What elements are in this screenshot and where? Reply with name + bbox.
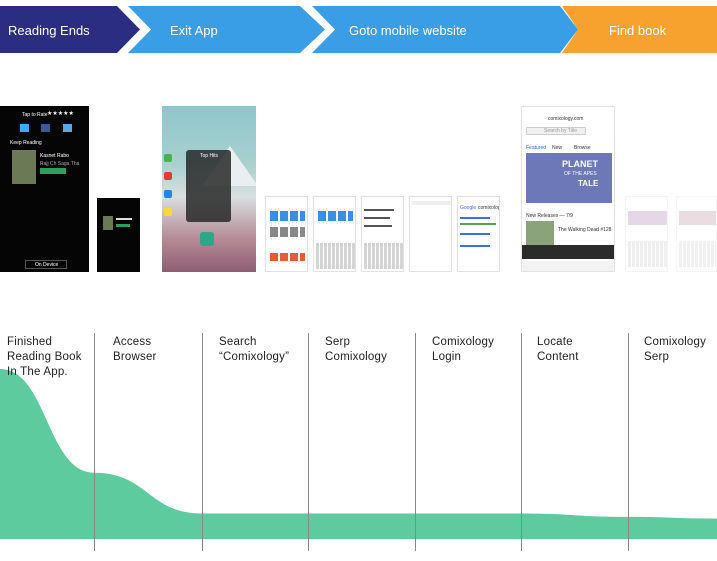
screen-search-suggestions — [361, 196, 404, 272]
result-url — [460, 223, 496, 225]
step-label-access-browser: Access Browser — [113, 336, 157, 363]
tab-new[interactable]: New — [552, 145, 563, 151]
url-text: comixology.com — [548, 116, 584, 122]
step-label-comixology-serp: Comixology Serp — [644, 336, 707, 363]
suggestion-line — [364, 209, 394, 211]
address-bar[interactable] — [412, 201, 451, 205]
bookmark-icons — [270, 211, 305, 221]
facebook-icon — [41, 124, 50, 132]
funnel-area — [0, 369, 717, 539]
phase-arrow-find-book — [562, 6, 717, 53]
step-divider — [202, 333, 203, 551]
result-link[interactable] — [460, 217, 490, 219]
email-icon — [63, 124, 72, 132]
step-divider — [628, 333, 629, 551]
category-bar[interactable] — [522, 245, 614, 259]
screen-home: Top Hits — [162, 106, 256, 272]
search-brand: Google — [460, 205, 477, 211]
app-folder: Top Hits — [186, 150, 231, 222]
banner-subtitle: OF THE APES — [564, 171, 597, 177]
step-label-locate-content: Locate Content — [537, 336, 579, 363]
step-divider — [415, 333, 416, 551]
keyboard[interactable] — [364, 243, 403, 269]
phase-label-exit-app: Exit App — [170, 23, 218, 38]
book-cover-small — [103, 216, 113, 230]
book-subtitle: Rajj Ch Saga Tha — [40, 161, 80, 167]
book-title: Kasnet Rabo — [40, 153, 69, 159]
search-query: comixology — [478, 205, 499, 211]
step-label-finished-reading: Finished Reading Book In The App. — [7, 336, 82, 378]
text-line — [116, 218, 132, 220]
screen-comixology-mobile: comixology.com Search by Title Featured … — [521, 106, 615, 272]
phase-label-reading-ends: Reading Ends — [8, 23, 90, 38]
book-cover — [12, 150, 36, 184]
buy-button-small — [116, 224, 130, 227]
bookmark-icons — [318, 211, 353, 221]
app-icon[interactable] — [200, 232, 214, 246]
step-label-search-comixology: Search “Comixology” — [219, 336, 290, 363]
step-divider — [521, 333, 522, 551]
rating-stars: ★★★★★ — [47, 111, 74, 117]
tab-browse[interactable]: Browse — [574, 145, 591, 151]
result-link[interactable] — [460, 245, 490, 247]
suggestion-line — [364, 225, 392, 227]
phase-arrow-reading-ends — [0, 6, 140, 53]
app-icon[interactable] — [164, 190, 172, 198]
screen-reading-end-small — [97, 198, 140, 272]
app-icon[interactable] — [164, 172, 172, 180]
comic-title[interactable]: The Walking Dead #128 — [558, 227, 612, 233]
folder-title: Top Hits — [200, 153, 219, 159]
search-input[interactable] — [526, 127, 586, 135]
screen-google-serp: Google comixology — [457, 196, 500, 272]
banner-block — [628, 211, 667, 225]
phase-arrow-goto-mobile-website — [312, 6, 578, 53]
keyboard[interactable] — [316, 243, 355, 269]
bookmark-icons — [270, 253, 305, 261]
keep-reading-label: Keep Reading — [10, 140, 42, 146]
twitter-icon — [20, 124, 29, 132]
step-label-serp-comixology: Serp Comixology — [325, 336, 388, 363]
step-divider — [94, 333, 95, 551]
banner-tail: TALE — [578, 179, 599, 188]
suggestion-line — [364, 217, 390, 219]
screen-browser — [265, 196, 308, 272]
app-icon[interactable] — [164, 208, 172, 216]
keyboard — [628, 241, 667, 267]
phase-label-goto-mobile-website: Goto mobile website — [349, 23, 467, 38]
step-label-comixology-login: Comixology Login — [432, 336, 495, 363]
phase-arrow-exit-app — [128, 6, 325, 53]
phase-label-find-book: Find book — [609, 23, 667, 38]
screen-search-keyboard — [313, 196, 356, 272]
continue-label: On Device — [35, 262, 59, 268]
banner-title: PLANET — [562, 159, 598, 169]
browser-toolbar — [522, 261, 614, 271]
screen-faded — [625, 196, 668, 272]
buy-button[interactable] — [40, 168, 66, 174]
featured-banner[interactable]: PLANET OF THE APES TALE — [526, 153, 612, 203]
tab-featured[interactable]: Featured — [526, 145, 547, 151]
search-placeholder: Search by Title — [544, 128, 578, 134]
bookmark-icons — [270, 227, 305, 237]
app-icon[interactable] — [164, 154, 172, 162]
continue-button[interactable] — [25, 260, 67, 269]
keyboard — [679, 241, 716, 267]
phase-banner — [0, 6, 717, 53]
screen-faded — [676, 196, 717, 272]
screen-reading-end: Tap to Rate ★★★★★ Keep Reading Kasnet Ra… — [0, 106, 89, 272]
step-divider — [308, 333, 309, 551]
section-title: New Releases — 7/9 — [526, 213, 573, 219]
rate-title: Tap to Rate — [22, 112, 48, 118]
banner-block — [679, 211, 716, 225]
screen-blank-load — [409, 196, 452, 272]
result-link[interactable] — [460, 233, 490, 235]
